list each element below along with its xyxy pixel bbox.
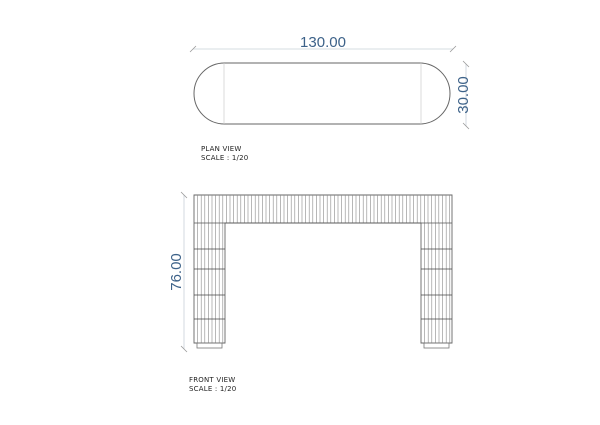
length-dimension-label: 130.00 — [300, 34, 346, 51]
front-view-title: FRONT VIEW — [189, 376, 236, 384]
height-dimension — [180, 191, 188, 353]
width-dimension-label: 30.00 — [455, 76, 472, 114]
width-dimension — [462, 60, 470, 130]
plan-view-title: PLAN VIEW — [201, 145, 242, 153]
height-dimension-label: 76.00 — [168, 253, 185, 291]
table-top-outline — [193, 62, 451, 125]
front-view-scale: SCALE : 1/20 — [189, 385, 237, 393]
plan-view: 130.00 30.00 — [189, 34, 472, 130]
length-dimension — [189, 45, 457, 53]
fluted-frame — [193, 194, 453, 349]
plan-view-scale: SCALE : 1/20 — [201, 154, 249, 162]
front-view: 76.00 — [168, 191, 453, 353]
plan-view-caption: PLAN VIEW SCALE : 1/20 — [201, 145, 248, 163]
front-view-caption: FRONT VIEW SCALE : 1/20 — [189, 376, 236, 394]
